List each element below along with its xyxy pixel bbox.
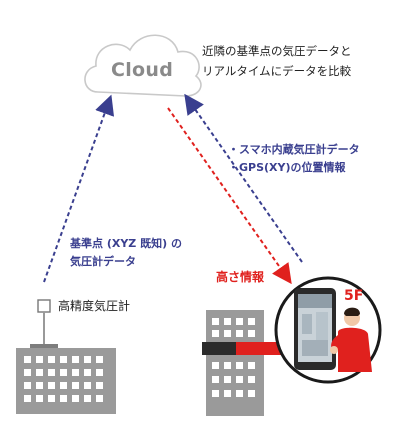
cloud-label: Cloud [111, 59, 174, 81]
sensor-label: 高精度気圧計 [58, 299, 131, 313]
upload-note-line1: ・スマホ内蔵気圧計データ [228, 143, 360, 156]
reference-building-icon [16, 344, 116, 414]
phone-to-cloud-arrow [184, 93, 303, 263]
reference-to-cloud-arrow [43, 94, 115, 283]
reference-note-line1: 基準点 (XYZ 既知) の [70, 237, 182, 250]
cloud-icon [84, 34, 202, 97]
cloud-to-phone-arrow [167, 107, 292, 285]
cloud-note: 近隣の基準点の気圧データと リアルタイムにデータを比較 [202, 44, 352, 79]
reference-note: 基準点 (XYZ 既知) の 気圧計データ [70, 236, 182, 269]
barometer-sensor-icon [37, 299, 51, 346]
cloud-note-line1: 近隣の基準点の気圧データと [202, 44, 352, 58]
upload-note: ・スマホ内蔵気圧計データ ・GPS(XY)の位置情報 [228, 142, 360, 175]
person-icon [330, 307, 372, 372]
floor-label: 5F [344, 288, 364, 304]
height-info-label: 高さ情報 [216, 270, 265, 284]
phone-zoom-circle [274, 276, 382, 384]
cloud-note-line2: リアルタイムにデータを比較 [202, 64, 352, 78]
smartphone-icon [294, 288, 336, 370]
reference-note-line2: 気圧計データ [70, 255, 136, 268]
upload-note-line2: ・GPS(XY)の位置情報 [228, 161, 346, 174]
user-building-icon [202, 310, 282, 416]
